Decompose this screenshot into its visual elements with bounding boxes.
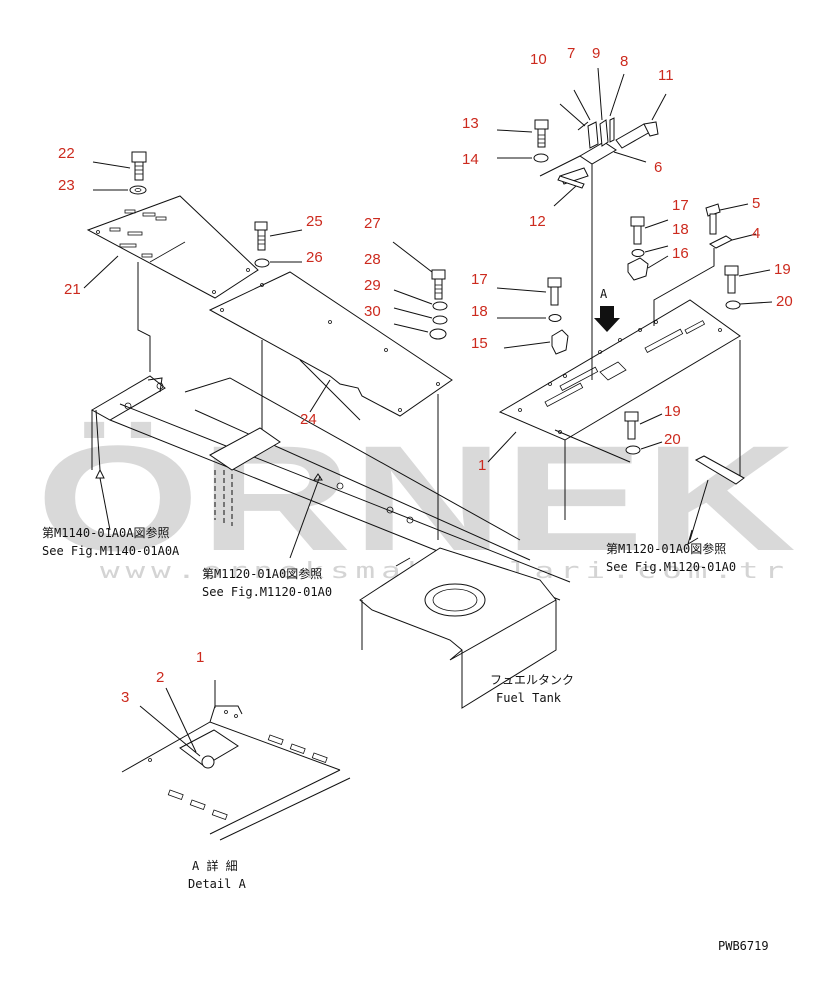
washer-23 xyxy=(93,185,147,195)
bolt-11 xyxy=(615,93,667,149)
cover-plate-21 xyxy=(86,195,259,372)
pin-12 xyxy=(553,175,585,207)
part-number-25: 25 xyxy=(306,213,323,230)
fuel-tank-label-jp: フュエルタンク xyxy=(490,673,574,687)
part-number-26: 26 xyxy=(306,249,323,266)
watermark: ÖRNEK www.orneksmakinalari.com.tr xyxy=(36,414,796,584)
bracket-4 xyxy=(653,233,757,326)
ref-right-jp: 第M1120-01A0図参照 xyxy=(606,541,726,556)
washer-20b xyxy=(625,441,663,455)
clip-15 xyxy=(503,329,569,355)
part-number-28: 28 xyxy=(364,251,381,268)
part-number-18a: 18 xyxy=(672,221,689,238)
detail-a-label-en: Detail A xyxy=(188,877,247,891)
leaders xyxy=(83,255,517,559)
part-number-19b: 19 xyxy=(664,403,681,420)
bolt-22 xyxy=(92,151,147,181)
bolt-25 xyxy=(254,221,303,251)
part-number-labels: 1 1 2 3 4 5 6 7 8 9 10 11 12 13 14 15 16… xyxy=(58,45,793,706)
ref-mid-en: See Fig.M1120-01A0 xyxy=(202,585,332,599)
part-number-24: 24 xyxy=(300,411,317,428)
part-number-1: 1 xyxy=(478,457,486,474)
part-number-3: 3 xyxy=(121,689,129,706)
part-number-4: 4 xyxy=(752,225,760,242)
clip-16 xyxy=(627,255,669,281)
part-number-23: 23 xyxy=(58,177,75,194)
ref-left-en: See Fig.M1140-01A0A xyxy=(42,544,180,558)
part-number-27: 27 xyxy=(364,215,381,232)
part-number-2: 2 xyxy=(156,669,164,686)
part-number-29: 29 xyxy=(364,277,381,294)
part-number-7: 7 xyxy=(567,45,575,62)
part-number-22: 22 xyxy=(58,145,75,162)
bolt-13 xyxy=(496,119,549,148)
bracket-right-lower xyxy=(687,455,745,546)
fuel-tank xyxy=(359,547,557,709)
part-number-9: 9 xyxy=(592,45,600,62)
washer-26 xyxy=(254,258,302,268)
part-number-5: 5 xyxy=(752,195,760,212)
part-number-19a: 19 xyxy=(774,261,791,278)
part-number-1-detail: 1 xyxy=(196,649,204,666)
cover-plate-24 xyxy=(208,271,453,540)
part-number-13: 13 xyxy=(462,115,479,132)
part-number-14: 14 xyxy=(462,151,479,168)
bolt-19b xyxy=(624,411,663,440)
part-number-6: 6 xyxy=(654,159,662,176)
part-number-17b: 17 xyxy=(471,271,488,288)
part-number-21: 21 xyxy=(64,281,81,298)
part-number-10: 10 xyxy=(530,51,547,68)
drawing-code: PWB6719 xyxy=(718,939,769,953)
part-number-15: 15 xyxy=(471,335,488,352)
view-label-a: A xyxy=(600,287,608,301)
fuel-tank-label-en: Fuel Tank xyxy=(496,691,562,705)
bolt-17b xyxy=(496,277,562,306)
part-number-8: 8 xyxy=(620,53,628,70)
bolt-17a xyxy=(630,216,669,245)
part-number-16: 16 xyxy=(672,245,689,262)
part-number-30: 30 xyxy=(364,303,381,320)
washer-18b xyxy=(497,314,562,322)
part-number-17a: 17 xyxy=(672,197,689,214)
washer-28 xyxy=(393,289,448,311)
washer-14 xyxy=(497,153,549,163)
arrow-view-a: A xyxy=(594,287,620,332)
clamp-assembly xyxy=(539,67,647,380)
washer-20a xyxy=(725,300,773,310)
detail-a-view xyxy=(121,680,351,841)
bolt-19a xyxy=(724,265,771,294)
detail-a-label-jp: A 詳 細 xyxy=(192,858,238,873)
bolt-5 xyxy=(705,203,749,235)
part-number-20a: 20 xyxy=(776,293,793,310)
spacer-30 xyxy=(393,323,447,340)
ref-left-jp: 第M1140-01A0A図参照 xyxy=(42,525,169,540)
watermark-brand: ÖRNEK xyxy=(36,414,796,582)
ref-right-en: See Fig.M1120-01A0 xyxy=(606,560,736,574)
washer-18a xyxy=(631,245,669,257)
washer-29 xyxy=(393,307,448,325)
reference-labels: 第M1140-01A0A図参照 See Fig.M1140-01A0A 第M11… xyxy=(42,525,769,953)
ref-mid-jp: 第M1120-01A0図参照 xyxy=(202,566,322,581)
part-number-18b: 18 xyxy=(471,303,488,320)
part-number-11: 11 xyxy=(658,67,674,84)
part-number-12: 12 xyxy=(529,213,546,230)
bolt-27 xyxy=(392,241,446,300)
part-number-20b: 20 xyxy=(664,431,681,448)
plate-1 xyxy=(498,299,741,520)
